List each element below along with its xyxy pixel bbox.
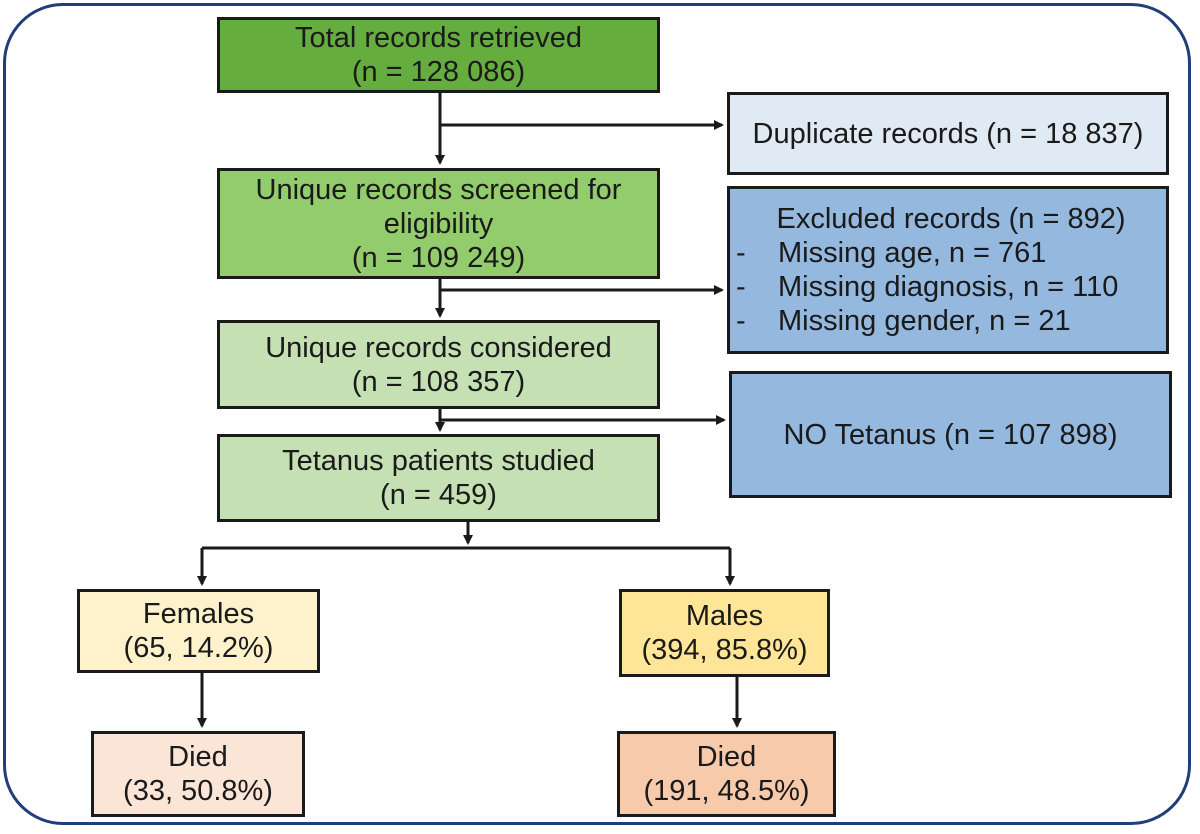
screened-records-count: (n = 109 249) <box>351 241 526 274</box>
excluded-records-title: Excluded records (n = 892) <box>776 203 1126 235</box>
bullet-dash: - <box>736 237 746 269</box>
females-box: Females (65, 14.2%) <box>77 589 320 673</box>
total-records-count: (n = 128 086) <box>351 56 526 88</box>
females-label: Females <box>142 598 255 630</box>
duplicate-records-label: Duplicate records (n = 18 837) <box>752 117 1144 150</box>
duplicate-records-box: Duplicate records (n = 18 837) <box>727 92 1169 175</box>
excluded-item-text: Missing age, n = 761 <box>778 237 1047 269</box>
tetanus-studied-count: (n = 459) <box>380 479 497 511</box>
males-box: Males (394, 85.8%) <box>619 589 830 677</box>
diagram-frame <box>3 3 1191 825</box>
excluded-item-text: Missing diagnosis, n = 110 <box>778 271 1119 303</box>
total-records-label: Total records retrieved <box>295 22 582 54</box>
excluded-records-box: Excluded records (n = 892) - Missing age… <box>727 186 1169 354</box>
tetanus-studied-box: Tetanus patients studied (n = 459) <box>217 434 660 522</box>
bullet-dash: - <box>736 271 746 303</box>
males-died-count: (191, 48.5%) <box>643 775 810 807</box>
considered-records-count: (n = 108 357) <box>351 365 526 398</box>
males-died-box: Died (191, 48.5%) <box>617 731 836 817</box>
females-count: (65, 14.2%) <box>123 632 274 664</box>
bullet-dash: - <box>736 305 746 337</box>
males-label: Males <box>685 600 764 632</box>
females-died-count: (33, 50.8%) <box>123 775 273 807</box>
excluded-item-text: Missing gender, n = 21 <box>778 305 1071 337</box>
females-died-label: Died <box>168 741 228 773</box>
excluded-item: - Missing gender, n = 21 <box>736 304 1166 338</box>
tetanus-studied-label: Tetanus patients studied <box>282 445 595 477</box>
excluded-item: - Missing diagnosis, n = 110 <box>736 270 1166 304</box>
males-died-label: Died <box>696 741 757 773</box>
males-count: (394, 85.8%) <box>641 634 808 666</box>
considered-records-box: Unique records considered (n = 108 357) <box>217 320 660 409</box>
no-tetanus-label: NO Tetanus (n = 107 898) <box>783 418 1118 451</box>
screened-records-box: Unique records screened for eligibility … <box>217 168 660 279</box>
screened-records-label-2: eligibility <box>383 207 494 240</box>
females-died-box: Died (33, 50.8%) <box>91 731 305 817</box>
considered-records-label: Unique records considered <box>265 331 612 364</box>
no-tetanus-box: NO Tetanus (n = 107 898) <box>729 371 1172 498</box>
excluded-item: - Missing age, n = 761 <box>736 236 1166 270</box>
total-records-box: Total records retrieved (n = 128 086) <box>217 17 660 93</box>
screened-records-label-1: Unique records screened for <box>255 173 622 206</box>
